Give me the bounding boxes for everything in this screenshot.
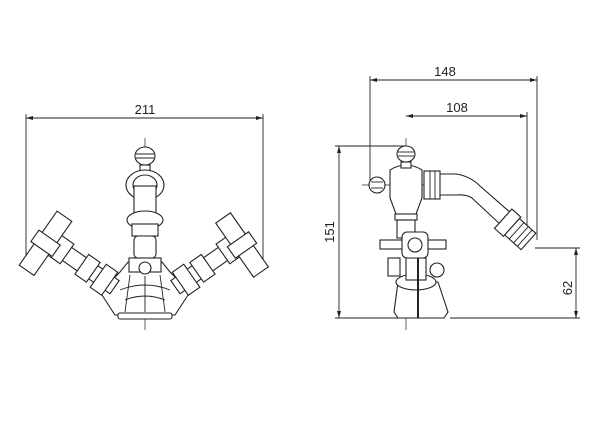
base-side — [393, 281, 449, 319]
base — [117, 312, 173, 320]
right-cross-handle — [214, 212, 270, 278]
dimension-148: 148 — [369, 64, 538, 240]
right-handle — [170, 233, 246, 296]
side-view: 148 108 151 62 — [322, 64, 580, 330]
left-cross-handle — [18, 210, 73, 277]
dimension-label-depth: 148 — [434, 64, 456, 79]
body-column — [389, 164, 423, 215]
aerator — [133, 235, 157, 259]
top-knob — [134, 146, 156, 166]
dimension-label-spout-height: 62 — [560, 281, 575, 295]
dimension-151: 151 — [322, 145, 405, 319]
diverter-knob — [368, 176, 386, 194]
cross-handle-side — [379, 231, 447, 259]
dimension-108: 108 — [406, 100, 528, 235]
front-view: 211 — [18, 102, 270, 330]
dimension-label-width: 211 — [135, 102, 156, 117]
spout-collar — [423, 170, 441, 200]
top-knob-side — [396, 145, 416, 163]
spout — [437, 173, 513, 227]
dimension-label-spout-reach: 108 — [446, 100, 468, 115]
dimension-label-height: 151 — [322, 221, 337, 243]
spout-nozzle — [493, 208, 537, 251]
dimension-211: 211 — [25, 102, 264, 270]
dimension-62: 62 — [450, 247, 580, 319]
